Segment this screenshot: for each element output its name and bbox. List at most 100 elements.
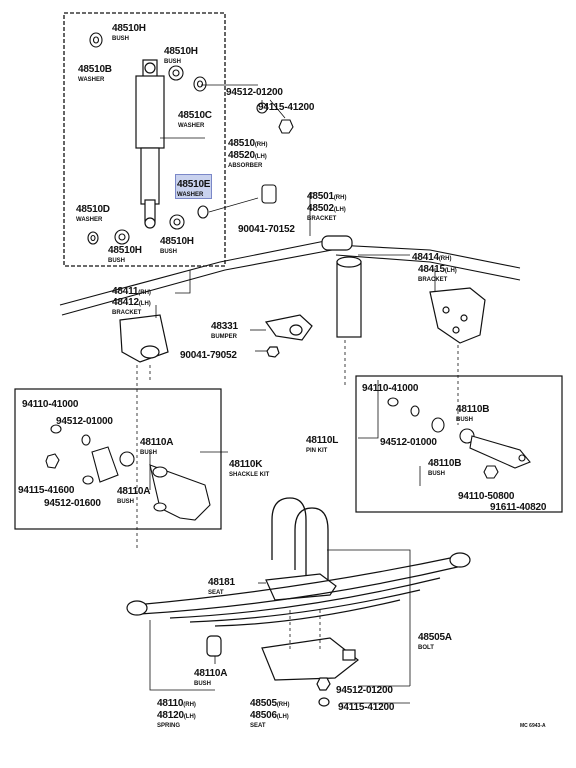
part-name: BUSH xyxy=(194,681,212,687)
part-number: 48510H xyxy=(160,236,194,247)
part-number: 94110-41000 xyxy=(362,383,419,394)
label-48120[interactable]: 48120(LH)SPRING xyxy=(157,706,196,730)
absorber-kit-box xyxy=(63,12,226,267)
part-name: BUSH xyxy=(108,258,126,264)
label-48415[interactable]: 48415(LH)BRACKET xyxy=(418,260,457,284)
label-90041-79052[interactable]: 90041-79052 xyxy=(180,346,237,362)
part-number: 48520 xyxy=(228,150,255,161)
label-48502[interactable]: 48502(LH)BRACKET xyxy=(307,199,346,223)
leaf-spring xyxy=(126,552,471,627)
label-48110a-bottom[interactable]: 48110A BUSH xyxy=(194,664,228,688)
label-48520[interactable]: 48520(LH)ABSORBER xyxy=(228,146,267,170)
spring-seat-top xyxy=(265,573,337,601)
part-number: 90041-70152 xyxy=(238,224,295,235)
part-number: 48505 xyxy=(250,698,277,709)
label-94512-01000-left[interactable]: 94512-01000 xyxy=(56,412,113,428)
part-number: 48412 xyxy=(112,297,139,308)
part-name: BUSH xyxy=(164,59,182,65)
part-number: 48510H xyxy=(164,46,198,57)
part-name: WASHER xyxy=(178,123,205,129)
part-name: WASHER xyxy=(177,192,204,198)
label-94512-01200-bottom[interactable]: 94512-01200 xyxy=(336,681,393,697)
part-number: 48510 xyxy=(228,138,255,149)
label-94115-41600[interactable]: 94115-41600 xyxy=(18,481,74,497)
part-suffix: (RH) xyxy=(276,702,290,708)
label-48501[interactable]: 48501(RH) xyxy=(307,187,346,203)
part-number: 48411 xyxy=(112,286,139,297)
part-number: 94115-41600 xyxy=(18,485,75,496)
part-suffix: (RH) xyxy=(254,142,268,148)
part-name: SPRING xyxy=(157,723,181,729)
part-number: 48110A xyxy=(117,486,151,497)
label-48510h-top-right[interactable]: 48510H BUSH xyxy=(164,42,198,66)
part-name: SEAT xyxy=(208,590,224,596)
part-suffix: (LH) xyxy=(254,154,267,160)
part-number: 48110A xyxy=(194,668,228,679)
pin-kit-box xyxy=(355,375,563,513)
label-91611-40820[interactable]: 91611-40820 xyxy=(490,498,546,514)
label-94110-41000-left[interactable]: 94110-41000 xyxy=(22,395,78,411)
label-94110-41000-right[interactable]: 94110-41000 xyxy=(362,379,418,395)
shackle-kit-parts xyxy=(45,424,211,521)
part-number: 48501 xyxy=(307,191,334,202)
label-48411[interactable]: 48411(RH) xyxy=(112,282,151,298)
part-suffix: (LH) xyxy=(276,714,289,720)
label-48510e-highlighted[interactable]: 48510E WASHER xyxy=(174,174,213,199)
label-48505[interactable]: 48505(RH) xyxy=(250,694,289,710)
part-name: BRACKET xyxy=(112,310,142,316)
part-number: 48414 xyxy=(412,252,439,263)
label-94512-01000-right[interactable]: 94512-01000 xyxy=(380,433,437,449)
part-name: BUSH xyxy=(112,36,130,42)
part-suffix: (RH) xyxy=(333,195,347,201)
label-48510h-bottom-left[interactable]: 48510H BUSH xyxy=(108,241,142,265)
label-48110[interactable]: 48110(RH) xyxy=(157,694,196,710)
alignment-lines xyxy=(136,340,459,650)
label-94512-01200-top[interactable]: 94512-01200 xyxy=(226,83,283,99)
left-bracket xyxy=(119,314,169,363)
part-name: SHACKLE KIT xyxy=(229,472,270,478)
part-number: 48110K xyxy=(229,459,263,470)
absorber-bushes xyxy=(87,32,209,245)
part-name: BUSH xyxy=(160,249,178,255)
part-name: WASHER xyxy=(76,217,103,223)
part-number: 48506 xyxy=(250,710,277,721)
lower-parts xyxy=(206,635,359,707)
label-48510[interactable]: 48510(RH) xyxy=(228,134,267,150)
label-48510c[interactable]: 48510C WASHER xyxy=(178,106,212,130)
label-48110k[interactable]: 48110K SHACKLE KIT xyxy=(229,455,270,479)
part-name: BUSH xyxy=(456,417,474,423)
label-94512-01600[interactable]: 94512-01600 xyxy=(44,494,101,510)
part-number: 48510H xyxy=(108,245,142,256)
part-number: 48510E xyxy=(177,179,211,190)
bumper xyxy=(264,314,313,358)
part-number: 48181 xyxy=(208,577,235,588)
label-90041-70152[interactable]: 90041-70152 xyxy=(238,220,295,236)
part-name: BRACKET xyxy=(307,216,337,222)
label-94115-41200-top[interactable]: 94115-41200 xyxy=(258,98,314,114)
label-94115-41200-bottom[interactable]: 94115-41200 xyxy=(338,698,394,714)
part-number: 48331 xyxy=(211,321,238,332)
part-number: 94512-01000 xyxy=(56,416,113,427)
part-number: 48110 xyxy=(157,698,184,709)
part-number: 94512-01200 xyxy=(336,685,393,696)
part-number: 48510C xyxy=(178,110,212,121)
label-48414[interactable]: 48414(RH) xyxy=(412,248,451,264)
label-48510h-bottom-right[interactable]: 48510H BUSH xyxy=(160,232,194,256)
label-48506[interactable]: 48506(LH)SEAT xyxy=(250,706,289,730)
label-94110-50800[interactable]: 94110-50800 xyxy=(458,487,514,503)
label-48412[interactable]: 48412(LH)BRACKET xyxy=(112,293,151,317)
part-suffix: (LH) xyxy=(183,714,196,720)
